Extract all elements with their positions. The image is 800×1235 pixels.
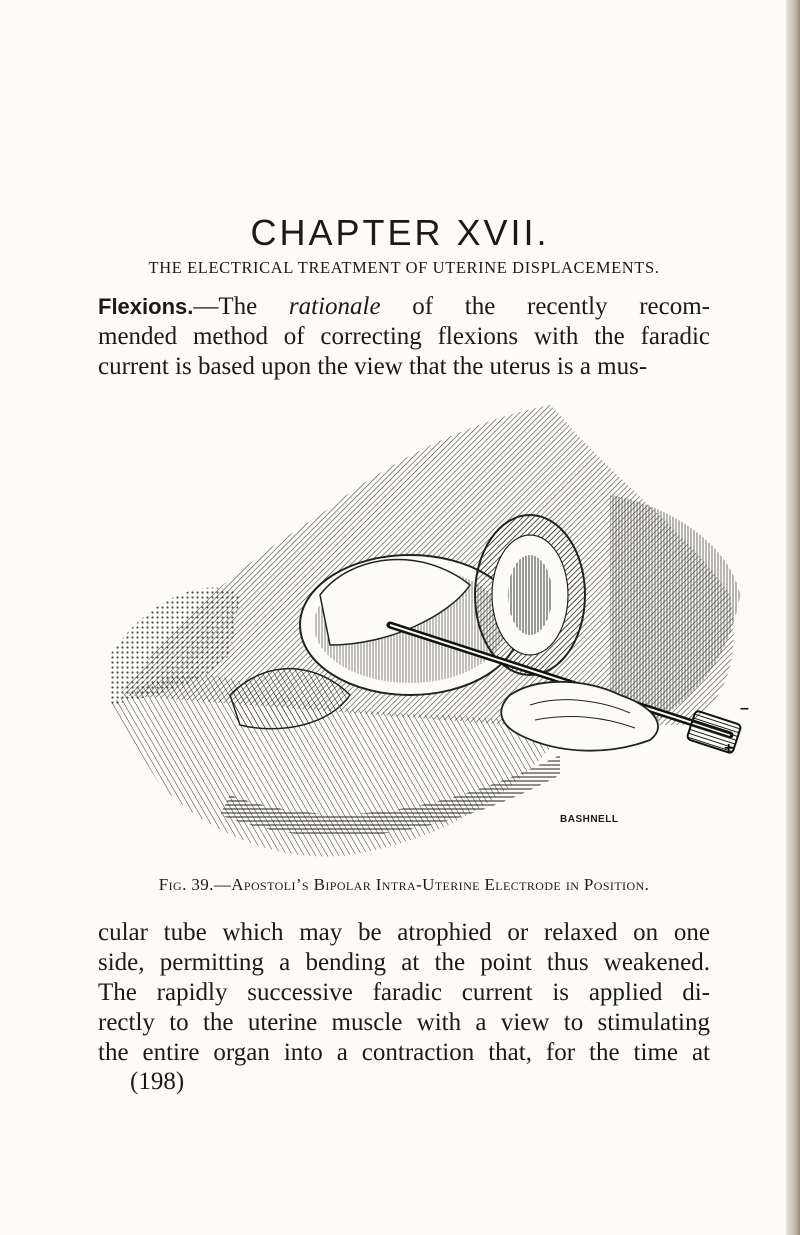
paragraph-top-line-3: current is based upon the view that the … — [98, 353, 648, 380]
paragraph-bottom-line-4: rectly to the uterine muscle with a view… — [98, 1009, 710, 1036]
italic-term: rationale — [288, 293, 381, 320]
engraver-signature: BASHNELL — [560, 814, 619, 825]
svg-text:–: – — [740, 700, 749, 717]
paragraph-bottom-line-1: cular tube which may be atrophied or rel… — [98, 919, 710, 946]
paragraph-bottom-line-3: The rapidly successive faradic current i… — [98, 979, 710, 1006]
uterus-electrode-engraving: + – — [110, 405, 749, 857]
paragraph-bottom-line-2: side, permitting a bending at the point … — [98, 949, 710, 976]
paragraph-top-line-1: Flexions.—The rationale of the recently … — [98, 293, 710, 320]
chapter-heading: CHAPTER XVII. — [250, 212, 550, 253]
runin-heading: Flexions. — [98, 294, 194, 319]
page-number: (198) — [130, 1068, 185, 1095]
anatomical-illustration: + – — [90, 395, 770, 870]
paragraph-top-line-2: mended method of correcting flexions wit… — [98, 323, 710, 350]
page-edge — [786, 0, 800, 1235]
paragraph-bottom-line-5: the entire organ into a contraction that… — [98, 1039, 710, 1066]
figure-caption: Fig. 39.—Apostoli’s Bipolar Intra-Uterin… — [158, 875, 650, 894]
polarity-plus-label: + — [724, 740, 733, 757]
chapter-subtitle: THE ELECTRICAL TREATMENT OF UTERINE DISP… — [148, 258, 660, 277]
